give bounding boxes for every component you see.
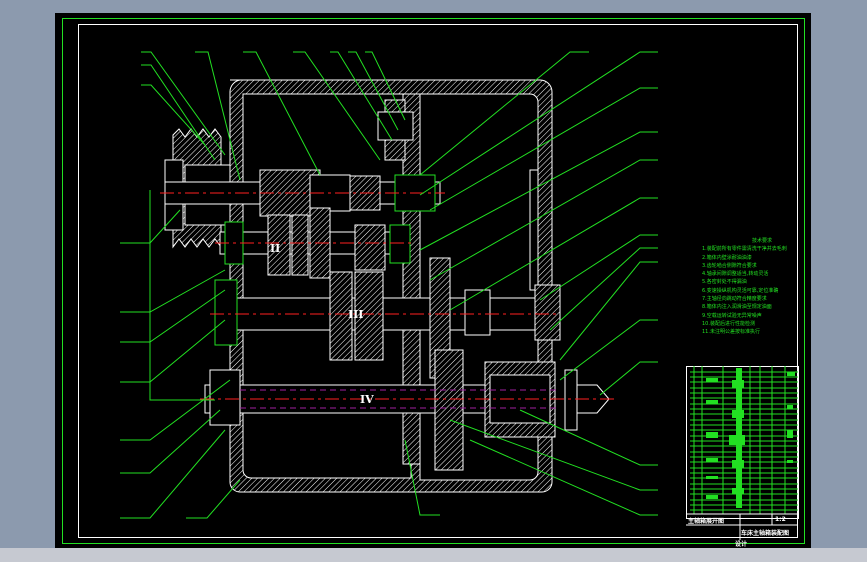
tech-note: 6.变速操纵机构灵活可靠,定位准确 <box>702 287 779 294</box>
centerlines <box>160 192 615 400</box>
tech-note: 2.箱体内壁涂耐油油漆 <box>702 254 752 261</box>
shaft-label-2: II <box>270 242 281 255</box>
tech-note: 11.未注明公差按标准执行 <box>702 329 760 336</box>
tech-note: 1.装配前所有零件需清洗干净并去毛刺 <box>702 246 787 253</box>
shaft-label-3: III <box>348 308 364 321</box>
title-block-footer: 设计 <box>735 541 748 548</box>
tech-note: 4.轴承间隙调整适当,转动灵活 <box>702 271 769 278</box>
drawing-name: 车床主轴箱装配图 <box>741 530 790 537</box>
tech-note: 7.主轴径向跳动符合精度要求 <box>702 296 767 303</box>
parts-list-table <box>686 366 799 540</box>
callout-leaders-right <box>404 51 658 516</box>
drawing-frame <box>78 24 798 538</box>
shaft-label-4: IV <box>360 393 374 406</box>
title-block-row: 主轴箱展开图 <box>688 518 725 525</box>
cad-drawing-canvas[interactable]: II III IV 技术要求 1.装配前所有零件需清洗干净并去毛刺 2.箱体内壁… <box>55 13 811 548</box>
workspace-bottom-strip <box>0 548 867 562</box>
tech-note: 3.齿轮啮合侧隙符合要求 <box>702 262 757 269</box>
drawing-scale: 1:2 <box>775 516 786 523</box>
tech-note: 8.箱体内注入润滑油至规定油面 <box>702 304 772 311</box>
shaft-2 <box>219 207 411 279</box>
callout-leaders-left <box>120 51 406 519</box>
tech-note: 5.各密封处不得漏油 <box>702 279 747 286</box>
outer-border <box>62 18 805 544</box>
technical-requirements: 技术要求 1.装配前所有零件需清洗干净并去毛刺 2.箱体内壁涂耐油油漆 3.齿轮… <box>702 237 812 337</box>
tech-note: 9.空载运转试验无异常噪声 <box>702 312 762 319</box>
hidden-lines <box>240 389 560 409</box>
gearbox-assembly-drawing <box>62 18 805 544</box>
technical-requirements-title: 技术要求 <box>751 238 772 244</box>
tech-note: 10.装配后进行性能检测 <box>702 320 755 327</box>
